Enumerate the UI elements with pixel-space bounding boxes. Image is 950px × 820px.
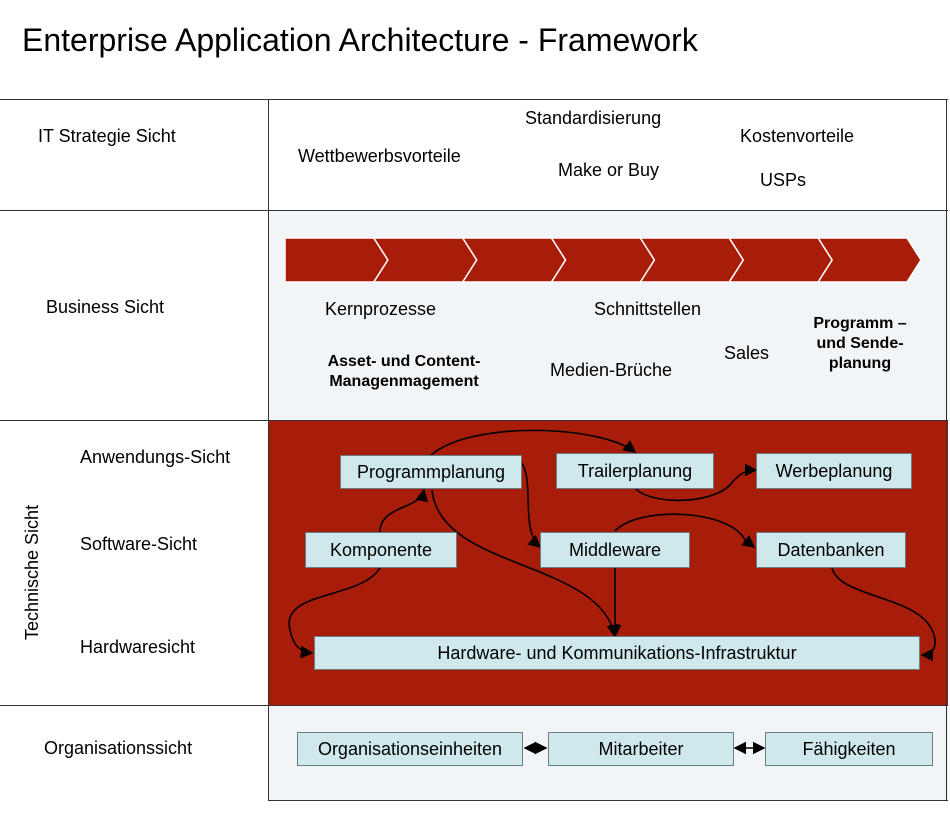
arrow-komponente-to-hardware — [288, 567, 381, 659]
tech-sublabel-software: Software-Sicht — [80, 534, 198, 554]
box-faehigkeiten[interactable]: Fähigkeiten — [765, 732, 933, 766]
arrow-programm-to-trailer — [429, 429, 637, 457]
arrow-middleware-to-datenbanken — [614, 513, 756, 548]
row-divider-top — [0, 99, 948, 100]
arrow-programm-to-hardware — [431, 489, 620, 638]
business-item-sales: Sales — [724, 343, 770, 363]
it-item-usps: USPs — [760, 170, 807, 190]
box-middleware[interactable]: Middleware — [540, 532, 690, 568]
tech-sublabel-hardware: Hardwaresicht — [80, 637, 196, 657]
process-chevron-7 — [816, 237, 922, 283]
it-item-make-or-buy: Make or Buy — [558, 160, 660, 180]
organisation-label: Organisationssicht — [44, 738, 193, 758]
page-title: Enterprise Application Architecture - Fr… — [22, 22, 698, 58]
arrow-komponente-to-programm — [379, 488, 429, 533]
it-item-wettbewerbsvorteile: Wettbewerbsvorteile — [298, 146, 461, 166]
box-mitarbeiter[interactable]: Mitarbeiter — [548, 732, 734, 766]
row-divider-1 — [0, 210, 948, 211]
arrow-datenbanken-to-hardware — [831, 567, 936, 662]
box-trailerplanung[interactable]: Trailerplanung — [556, 453, 714, 489]
business-label: Business Sicht — [46, 297, 165, 317]
box-organisationseinheiten[interactable]: Organisationseinheiten — [297, 732, 523, 766]
business-item-programm-sendeplanung: Programm – und Sende- planung — [813, 315, 907, 372]
business-item-schnittstellen: Schnittstellen — [594, 299, 702, 319]
box-werbeplanung[interactable]: Werbeplanung — [756, 453, 912, 489]
right-border — [946, 99, 947, 801]
box-komponente[interactable]: Komponente — [305, 532, 457, 568]
box-hardware-infrastruktur[interactable]: Hardware- und Kommunikations-Infrastrukt… — [314, 636, 920, 670]
it-strategy-label: IT Strategie Sicht — [38, 126, 176, 146]
process-chevron-chain — [285, 237, 922, 283]
business-item-medien-brueche: Medien-Brüche — [550, 360, 673, 380]
row-divider-3 — [0, 705, 948, 706]
business-item-asset-content: Asset- und Content- Managenmagement — [327, 353, 481, 390]
arrow-trailer-to-werbe — [634, 463, 758, 502]
arrow-programm-to-middleware — [520, 461, 542, 549]
it-item-standardisierung: Standardisierung — [525, 108, 662, 128]
tech-sublabel-anwendung: Anwendungs-Sicht — [80, 447, 231, 467]
box-programmplanung[interactable]: Programmplanung — [340, 455, 522, 489]
business-item-kernprozesse: Kernprozesse — [325, 299, 437, 319]
it-item-kostenvorteile: Kostenvorteile — [740, 126, 855, 146]
box-datenbanken[interactable]: Datenbanken — [756, 532, 906, 568]
row-divider-2 — [0, 420, 948, 421]
column-divider — [268, 99, 269, 801]
